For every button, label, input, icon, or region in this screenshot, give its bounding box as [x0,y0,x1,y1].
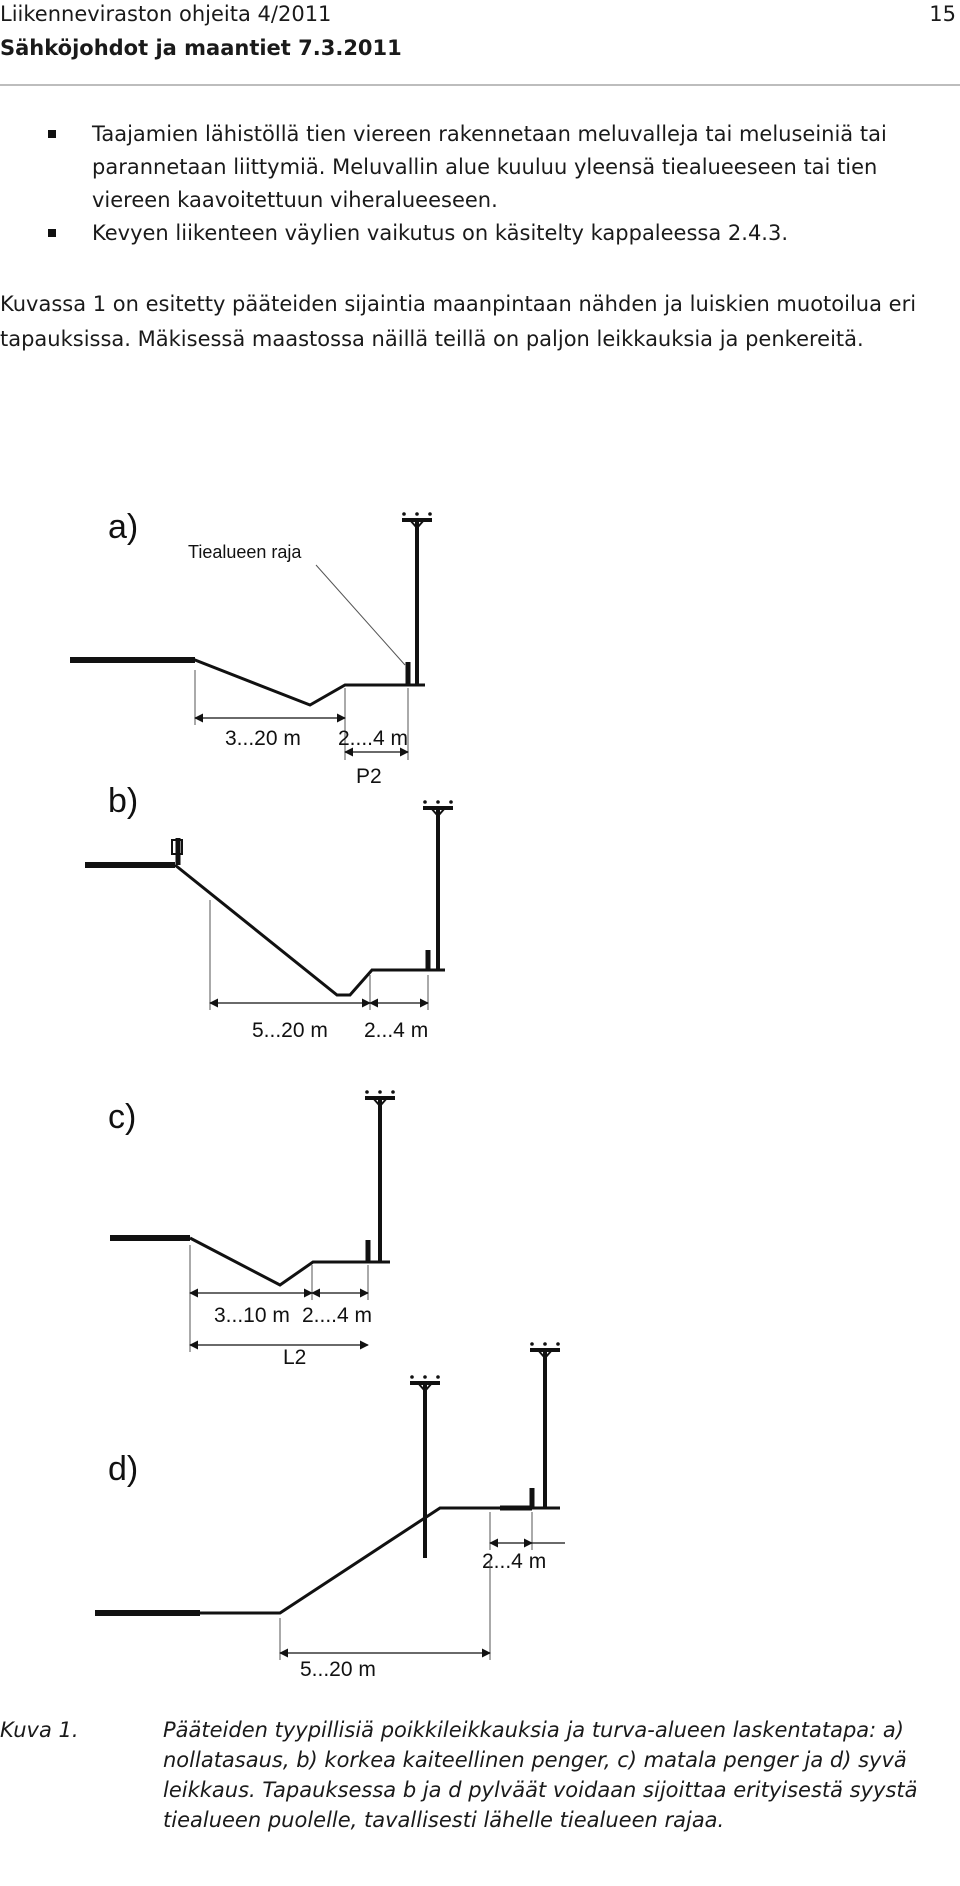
list-item-text: Kevyen liikenteen väylien vaikutus on kä… [92,221,789,245]
utility-pole-icon [365,1090,395,1262]
ground-profile-a [70,658,425,707]
page-number: 15 [929,2,956,26]
square-bullet-icon [48,229,56,237]
road-class-label: P2 [356,765,382,788]
guardrail-icon [171,838,183,865]
dimension-label: 3...10 m [214,1304,290,1327]
section-a: a) Tiealueen raja 3...20 m 2....4 m P2 [70,508,432,788]
boundary-leader-line [315,564,406,666]
square-bullet-icon [48,130,56,138]
section-c: c) 3...10 m 2....4 m L2 [108,1090,395,1369]
section-label-a: a) [108,508,138,546]
ground-profile-b [174,863,445,997]
utility-pole-icon [410,1375,440,1558]
utility-pole-icon [423,800,453,970]
section-b: b) 5...20 m 2...4 m [85,782,453,1042]
dimension-label: 5...20 m [300,1658,376,1681]
body-paragraph: Kuvassa 1 on esitetty pääteiden sijainti… [0,292,917,351]
caption-text: Pääteiden tyypillisiä poikkileikkauksia … [163,1718,918,1832]
dimension-label: 2....4 m [338,727,408,750]
header-divider [0,84,960,86]
section-d: d) 2...4 m 5...20 m [95,1342,565,1681]
ground-profile-d [200,1506,560,1615]
document-subtitle: Sähköjohdot ja maantiet 7.3.2011 [0,36,402,60]
dimension-label: 3...20 m [225,727,301,750]
list-item-text: Taajamien lähistöllä tien viereen rakenn… [92,122,887,212]
dimension-label: 2...4 m [482,1550,546,1573]
utility-pole-icon [402,512,432,685]
boundary-label: Tiealueen raja [188,542,302,562]
section-label-d: d) [108,1450,138,1488]
ground-profile-c [189,1236,390,1287]
dimension-label: 2...4 m [364,1019,428,1042]
section-label-c: c) [108,1098,136,1136]
bullet-list: Taajamien lähistöllä tien viereen rakenn… [44,118,956,250]
dimension-label: 5...20 m [252,1019,328,1042]
page-header: Liikenneviraston ohjeita 4/2011 Sähköjoh… [0,0,960,88]
list-item: Taajamien lähistöllä tien viereen rakenn… [44,118,956,217]
road-class-label: L2 [283,1346,306,1369]
section-label-b: b) [108,782,138,820]
list-item: Kevyen liikenteen väylien vaikutus on kä… [44,217,956,250]
cross-section-figure: a) Tiealueen raja 3...20 m 2....4 m P2 b… [70,508,565,1681]
utility-pole-icon [530,1342,560,1508]
caption-label: Kuva 1. [0,1718,79,1742]
dimension-label: 2....4 m [302,1304,372,1327]
document-title: Liikenneviraston ohjeita 4/2011 [0,2,332,26]
